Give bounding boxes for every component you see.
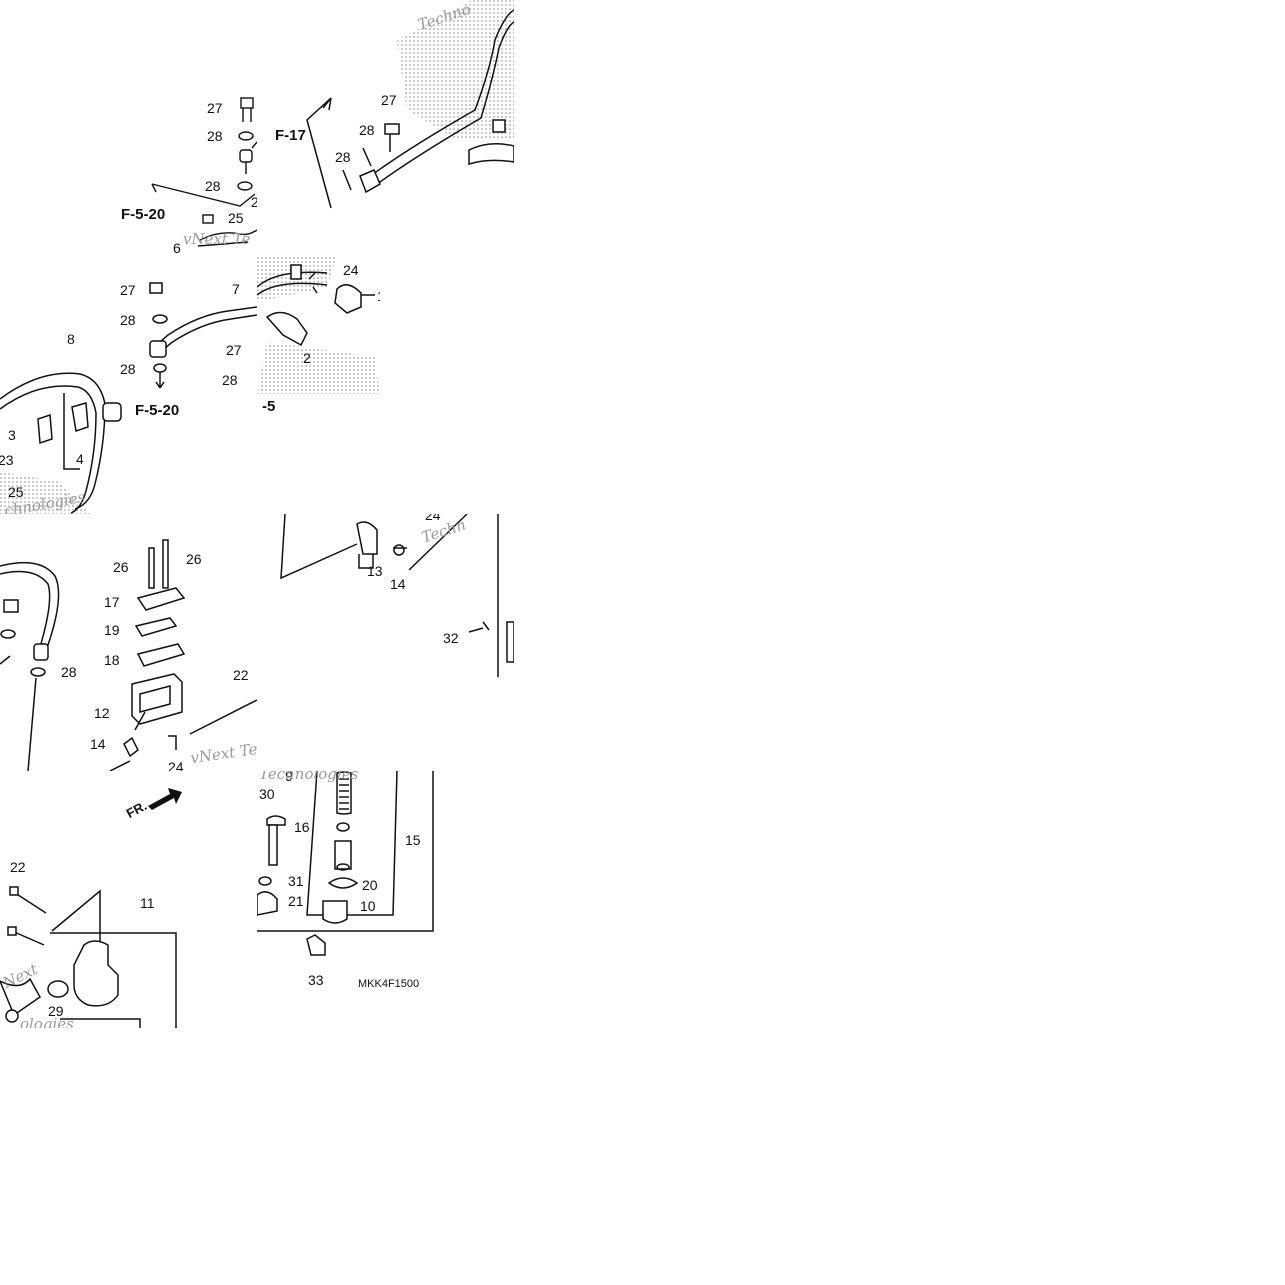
part-label: 27	[120, 282, 136, 298]
part-label: 20	[362, 877, 378, 893]
reference-label-f-17: F-17	[275, 127, 306, 144]
diagram-tile-e: 26 26 17 19 18 22 12 14 24 28 vNext Tech…	[0, 514, 257, 771]
part-label: 26	[186, 551, 202, 567]
part-label: 15	[405, 832, 421, 848]
part-label: 28	[205, 178, 221, 194]
diagram-code: MKK4F1500	[358, 978, 420, 990]
part-label: 24	[343, 262, 359, 278]
part-label: 26	[113, 559, 129, 575]
hose-clamp-drawing	[257, 257, 380, 394]
part-label: 22	[10, 859, 26, 875]
part-label: 28	[222, 372, 238, 388]
part-label: 29	[48, 1003, 64, 1019]
watermark-text: vNext Te	[183, 230, 251, 248]
diagram-tile-c: 8 3 23 4 25 7 27 28 27 28 28 F-5-20 chno…	[0, 257, 257, 514]
reference-label-f-5-20: F-5-20	[135, 402, 180, 419]
diagram-tile-h: 9 30 16 15 31 20 21 10 Technologies	[257, 771, 434, 1000]
part-label: 32	[443, 630, 459, 646]
part-label: 4	[76, 451, 84, 467]
part-label: 6	[173, 240, 181, 256]
diagram-tile-d: 24 1 2 -5	[257, 257, 380, 394]
watermark-text: ologies	[20, 1015, 74, 1028]
piston-kit-drawing	[257, 771, 434, 956]
part-label: 8	[67, 331, 75, 347]
part-label: 11	[140, 895, 155, 911]
part-label: 28	[120, 361, 136, 377]
diagram-tile-g: 22 11 29 Next ologies	[0, 841, 178, 1028]
part-label: 25	[8, 484, 24, 500]
part-label: 21	[288, 893, 304, 909]
part-label: 16	[294, 819, 310, 835]
part-label: 24	[168, 759, 184, 771]
part-label: 28	[359, 122, 375, 138]
part-label: 2	[251, 194, 257, 210]
part-label: 28	[61, 664, 77, 680]
part-label: 33	[308, 972, 324, 988]
part-label: 28	[207, 128, 223, 144]
part-label: 1	[377, 289, 380, 303]
master-cylinder-drawing	[0, 886, 177, 1028]
part-label: 13	[367, 563, 383, 579]
part-label: 14	[390, 576, 406, 592]
part-label: 23	[0, 452, 14, 468]
front-direction-indicator: FR.	[124, 784, 186, 824]
part-label: 24	[425, 514, 441, 523]
part-label: 3	[8, 427, 16, 443]
diagram-tile-f: 13 14 32 24 Techn	[257, 514, 514, 677]
brake-hose-drawing	[306, 0, 514, 209]
part-label: 27	[381, 92, 397, 108]
part-label: 31	[288, 873, 304, 889]
part-label: 27	[207, 100, 223, 116]
watermark-text: Technologies	[259, 771, 359, 783]
brake-hose-clamps-drawing	[0, 282, 257, 514]
reference-label: -5	[262, 398, 276, 415]
front-arrow-icon	[148, 788, 182, 810]
diagram-tile-a: 27 28 28 25 2 6 F-5-20 vNext Te	[0, 0, 257, 257]
part-label: 2	[303, 350, 311, 366]
part-label: 7	[232, 281, 240, 297]
part-label: 19	[104, 622, 120, 638]
reservoir-drawing	[0, 539, 257, 771]
part-label: 27	[226, 342, 242, 358]
part-label: 14	[90, 736, 106, 752]
part-label: 28	[335, 149, 351, 165]
part-label: 28	[120, 312, 136, 328]
part-label: 10	[360, 898, 376, 914]
part-label: 22	[233, 667, 249, 683]
diagram-tile-b: 27 28 28 F-17 Techno	[257, 0, 514, 257]
brake-fittings-drawing	[151, 97, 257, 247]
reference-label-f-5-20: F-5-20	[121, 206, 166, 223]
part-label: 17	[104, 594, 120, 610]
part-label: 25	[228, 210, 244, 226]
hose-joint-drawing	[280, 514, 514, 677]
part-label: 30	[259, 786, 275, 802]
part-label: 12	[94, 705, 110, 721]
part-label: 9	[285, 771, 293, 784]
part-label: 18	[104, 652, 120, 668]
